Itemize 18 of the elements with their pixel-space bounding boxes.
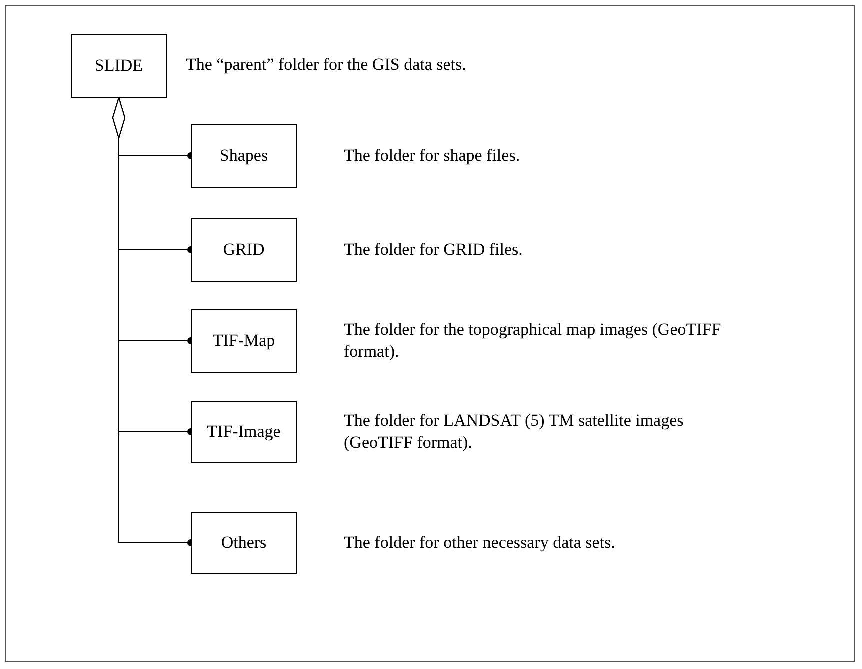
- folder-name: Shapes: [220, 146, 268, 166]
- folder-description: The folder for the topographical map images (GeoTIFF format).: [344, 319, 722, 363]
- folder-box: [191, 512, 297, 574]
- folder-name: SLIDE: [94, 56, 144, 76]
- folder-box: [191, 401, 297, 463]
- folder-name: Others: [221, 533, 267, 553]
- folder-box: [191, 218, 297, 282]
- folder-box: [71, 34, 167, 98]
- folder-description: The folder for other necessary data sets.: [344, 532, 616, 554]
- folder-name: GRID: [223, 240, 265, 260]
- folder-box: [191, 124, 297, 188]
- folder-name: TIF-Image: [207, 422, 281, 442]
- folder-name: TIF-Map: [212, 331, 276, 351]
- folder-description: The folder for LANDSAT (5) TM satellite images (GeoTIFF format).: [344, 410, 685, 454]
- folder-box: [191, 309, 297, 373]
- folder-description: The folder for shape files.: [344, 145, 522, 167]
- folder-description: The folder for GRID files.: [344, 239, 524, 261]
- folder-description: The “parent” folder for the GIS data sets.: [186, 54, 468, 76]
